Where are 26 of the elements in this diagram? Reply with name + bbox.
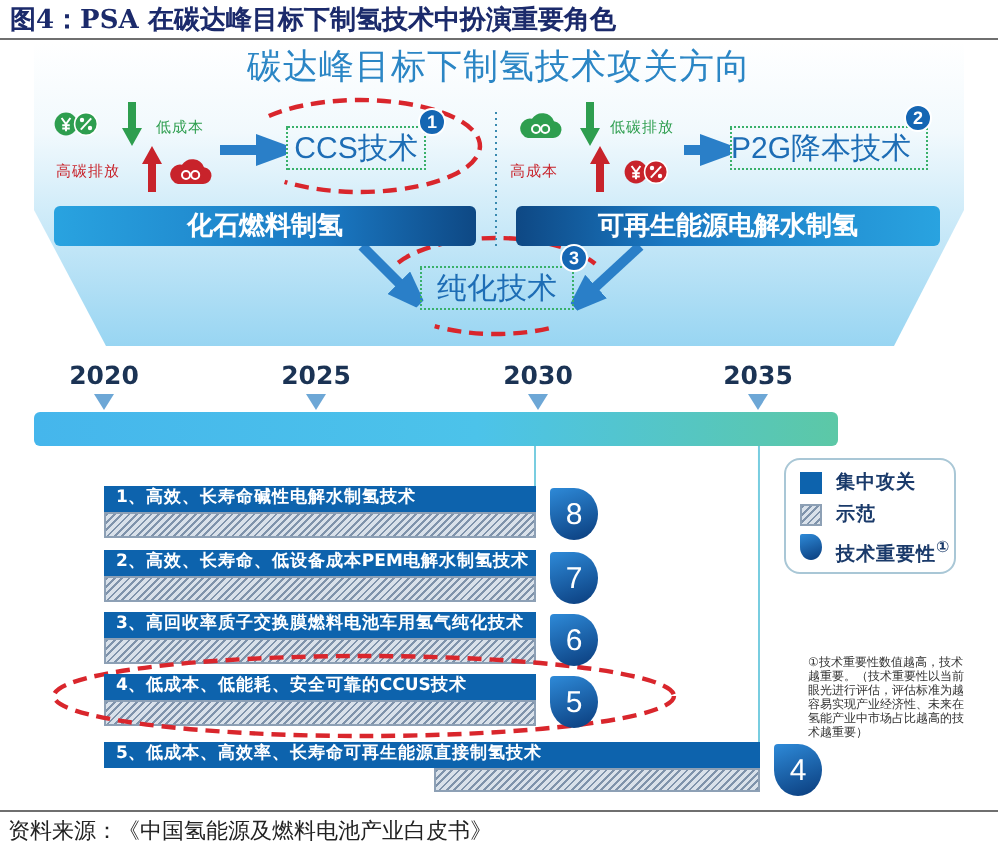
importance-badge: 7 — [550, 552, 598, 604]
figure-title: 图4：PSA 在碳达峰目标下制氢技术中扮演重要角色 — [10, 3, 616, 38]
category-band: 化石燃料制氢 — [54, 206, 476, 246]
technology-bar: 4、低成本、低能耗、安全可靠的CCUS技术 — [104, 674, 536, 700]
technology-bar: 3、高回收率质子交换膜燃料电池车用氢气纯化技术 — [104, 612, 536, 638]
year-label: 2020 — [69, 360, 139, 390]
technology-bar: 5、低成本、高效率、长寿命可再生能源直接制氢技术 — [104, 742, 760, 768]
connector-line — [757, 445, 760, 743]
category-band: 可再生能源电解水制氢 — [516, 206, 940, 246]
importance-badge: 6 — [550, 614, 598, 666]
year-label: 2030 — [503, 360, 573, 390]
year-label: 2035 — [723, 360, 793, 390]
legend-label: 示范 — [836, 502, 876, 528]
year-label: 2025 — [281, 360, 351, 390]
timeline-bar — [34, 412, 838, 446]
connector-line — [533, 445, 536, 487]
importance-badge: 8 — [550, 488, 598, 540]
panel — [34, 42, 964, 346]
technology-bar: 1、高效、长寿命碱性电解水制氢技术 — [104, 486, 536, 512]
technology-bar: 2、高效、长寿命、低设备成本PEM电解水制氢技术 — [104, 550, 536, 576]
importance-badge: 4 — [774, 744, 822, 796]
source-note: 资料来源：《中国氢能源及燃料电池产业白皮书》 — [8, 816, 492, 846]
legend-label: 技术重要性$^{①}$ — [836, 536, 950, 569]
importance-badge: 5 — [550, 676, 598, 728]
legend-label: 集中攻关 — [836, 470, 916, 496]
panel-heading: 碳达峰目标下制氢技术攻关方向 — [245, 48, 753, 88]
